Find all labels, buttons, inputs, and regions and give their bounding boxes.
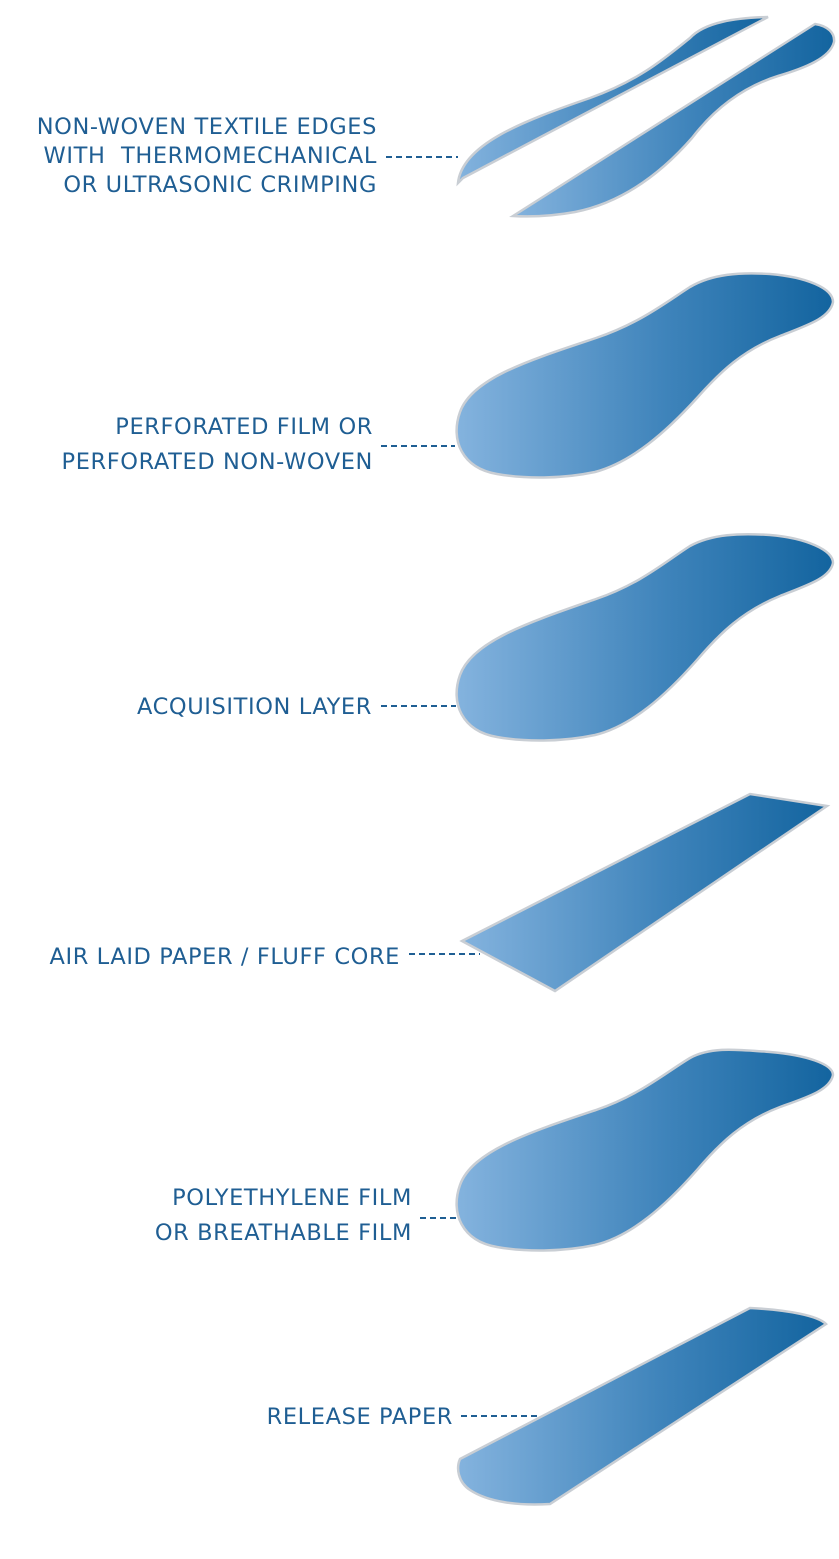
layer-nonwoven-edges: NON-WOVEN TEXTILE EDGES WITH THERMOMECHA… [37, 15, 836, 218]
label-line: RELEASE PAPER [267, 1404, 453, 1430]
label-line: WITH THERMOMECHANICAL [44, 143, 377, 169]
label-line: NON-WOVEN TEXTILE EDGES [37, 114, 377, 140]
layer-perforated-film: PERFORATED FILM OR PERFORATED NON-WOVEN [62, 272, 835, 479]
label-line: OR BREATHABLE FILM [155, 1220, 412, 1246]
polyethylene-film-pad [455, 1048, 835, 1252]
bottom-edge-strip [509, 22, 836, 218]
layer-polyethylene-film: POLYETHYLENE FILM OR BREATHABLE FILM [155, 1048, 835, 1252]
top-edge-strip [456, 15, 769, 187]
label-line: PERFORATED NON-WOVEN [62, 449, 373, 475]
layer-acquisition: ACQUISITION LAYER [137, 532, 835, 742]
label-line: AIR LAID PAPER / FLUFF CORE [49, 944, 400, 970]
label-line: POLYETHYLENE FILM [172, 1185, 412, 1211]
label-line: PERFORATED FILM OR [115, 414, 373, 440]
layer-air-laid-paper: AIR LAID PAPER / FLUFF CORE [49, 792, 831, 993]
acquisition-layer-pad [455, 532, 835, 742]
perforated-film-pad [455, 272, 835, 479]
release-paper-strip [456, 1306, 828, 1506]
layer-release-paper: RELEASE PAPER [267, 1306, 828, 1506]
label-line: OR ULTRASONIC CRIMPING [63, 172, 377, 198]
air-laid-paper-sheet [459, 792, 831, 993]
label-line: ACQUISITION LAYER [137, 694, 372, 720]
